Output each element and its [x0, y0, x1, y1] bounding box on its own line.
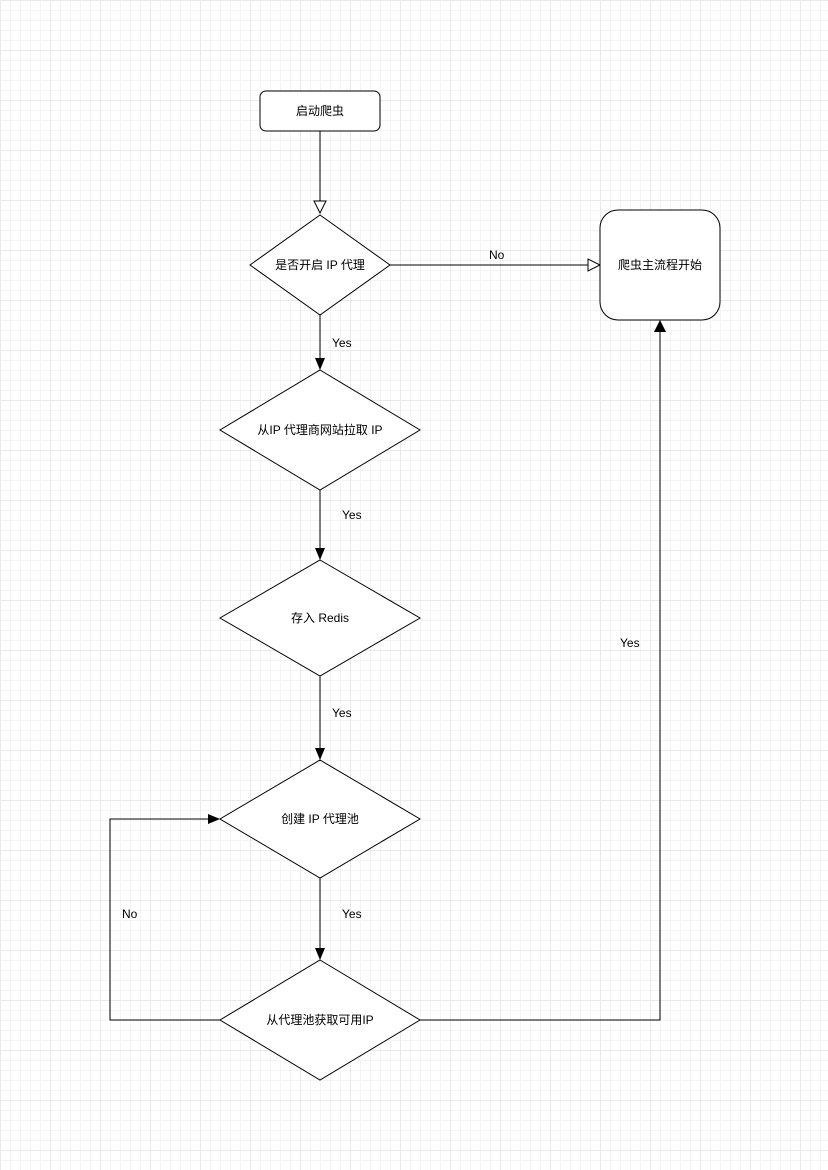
arrowhead-solid-down-icon	[315, 358, 325, 370]
arrowhead-open-down-icon	[313, 200, 327, 215]
arrowhead-solid-down-icon	[315, 548, 325, 560]
node-main-process[interactable]	[599, 209, 721, 321]
node-start-label: 启动爬虫	[296, 104, 344, 118]
edge-label-yes: Yes	[332, 336, 352, 350]
node-pull-ip[interactable]	[219, 369, 421, 491]
node-start[interactable]	[259, 90, 381, 132]
node-get-ip[interactable]	[219, 959, 421, 1081]
edge-get-yes-to-main[interactable]	[420, 332, 661, 1021]
node-store-redis[interactable]	[219, 559, 421, 677]
node-decision-proxy-label: 是否开启 IP 代理	[275, 258, 365, 272]
node-main-process-label: 爬虫主流程开始	[618, 257, 702, 272]
arrowhead-solid-down-icon	[315, 948, 325, 960]
node-decision-proxy[interactable]	[249, 214, 391, 316]
arrowhead-solid-right-icon	[208, 814, 220, 824]
edge-label-yes: Yes	[332, 706, 352, 720]
edge-label-yes: Yes	[342, 508, 362, 522]
edge-label-no: No	[122, 907, 138, 921]
node-create-pool[interactable]	[219, 759, 421, 879]
edge-label-no: No	[489, 248, 505, 262]
arrowhead-solid-up-icon	[654, 320, 666, 332]
node-store-redis-label: 存入 Redis	[291, 611, 349, 625]
edge-get-no-to-pool[interactable]	[109, 818, 220, 1021]
node-get-ip-label: 从代理池获取可用IP	[266, 1013, 373, 1027]
node-create-pool-label: 创建 IP 代理池	[281, 812, 359, 826]
arrowhead-solid-down-icon	[315, 748, 325, 760]
edge-label-yes: Yes	[342, 907, 362, 921]
arrowhead-open-right-icon	[587, 258, 602, 272]
node-pull-ip-label: 从IP 代理商网站拉取 IP	[257, 422, 382, 437]
edge-label-yes: Yes	[620, 636, 640, 650]
